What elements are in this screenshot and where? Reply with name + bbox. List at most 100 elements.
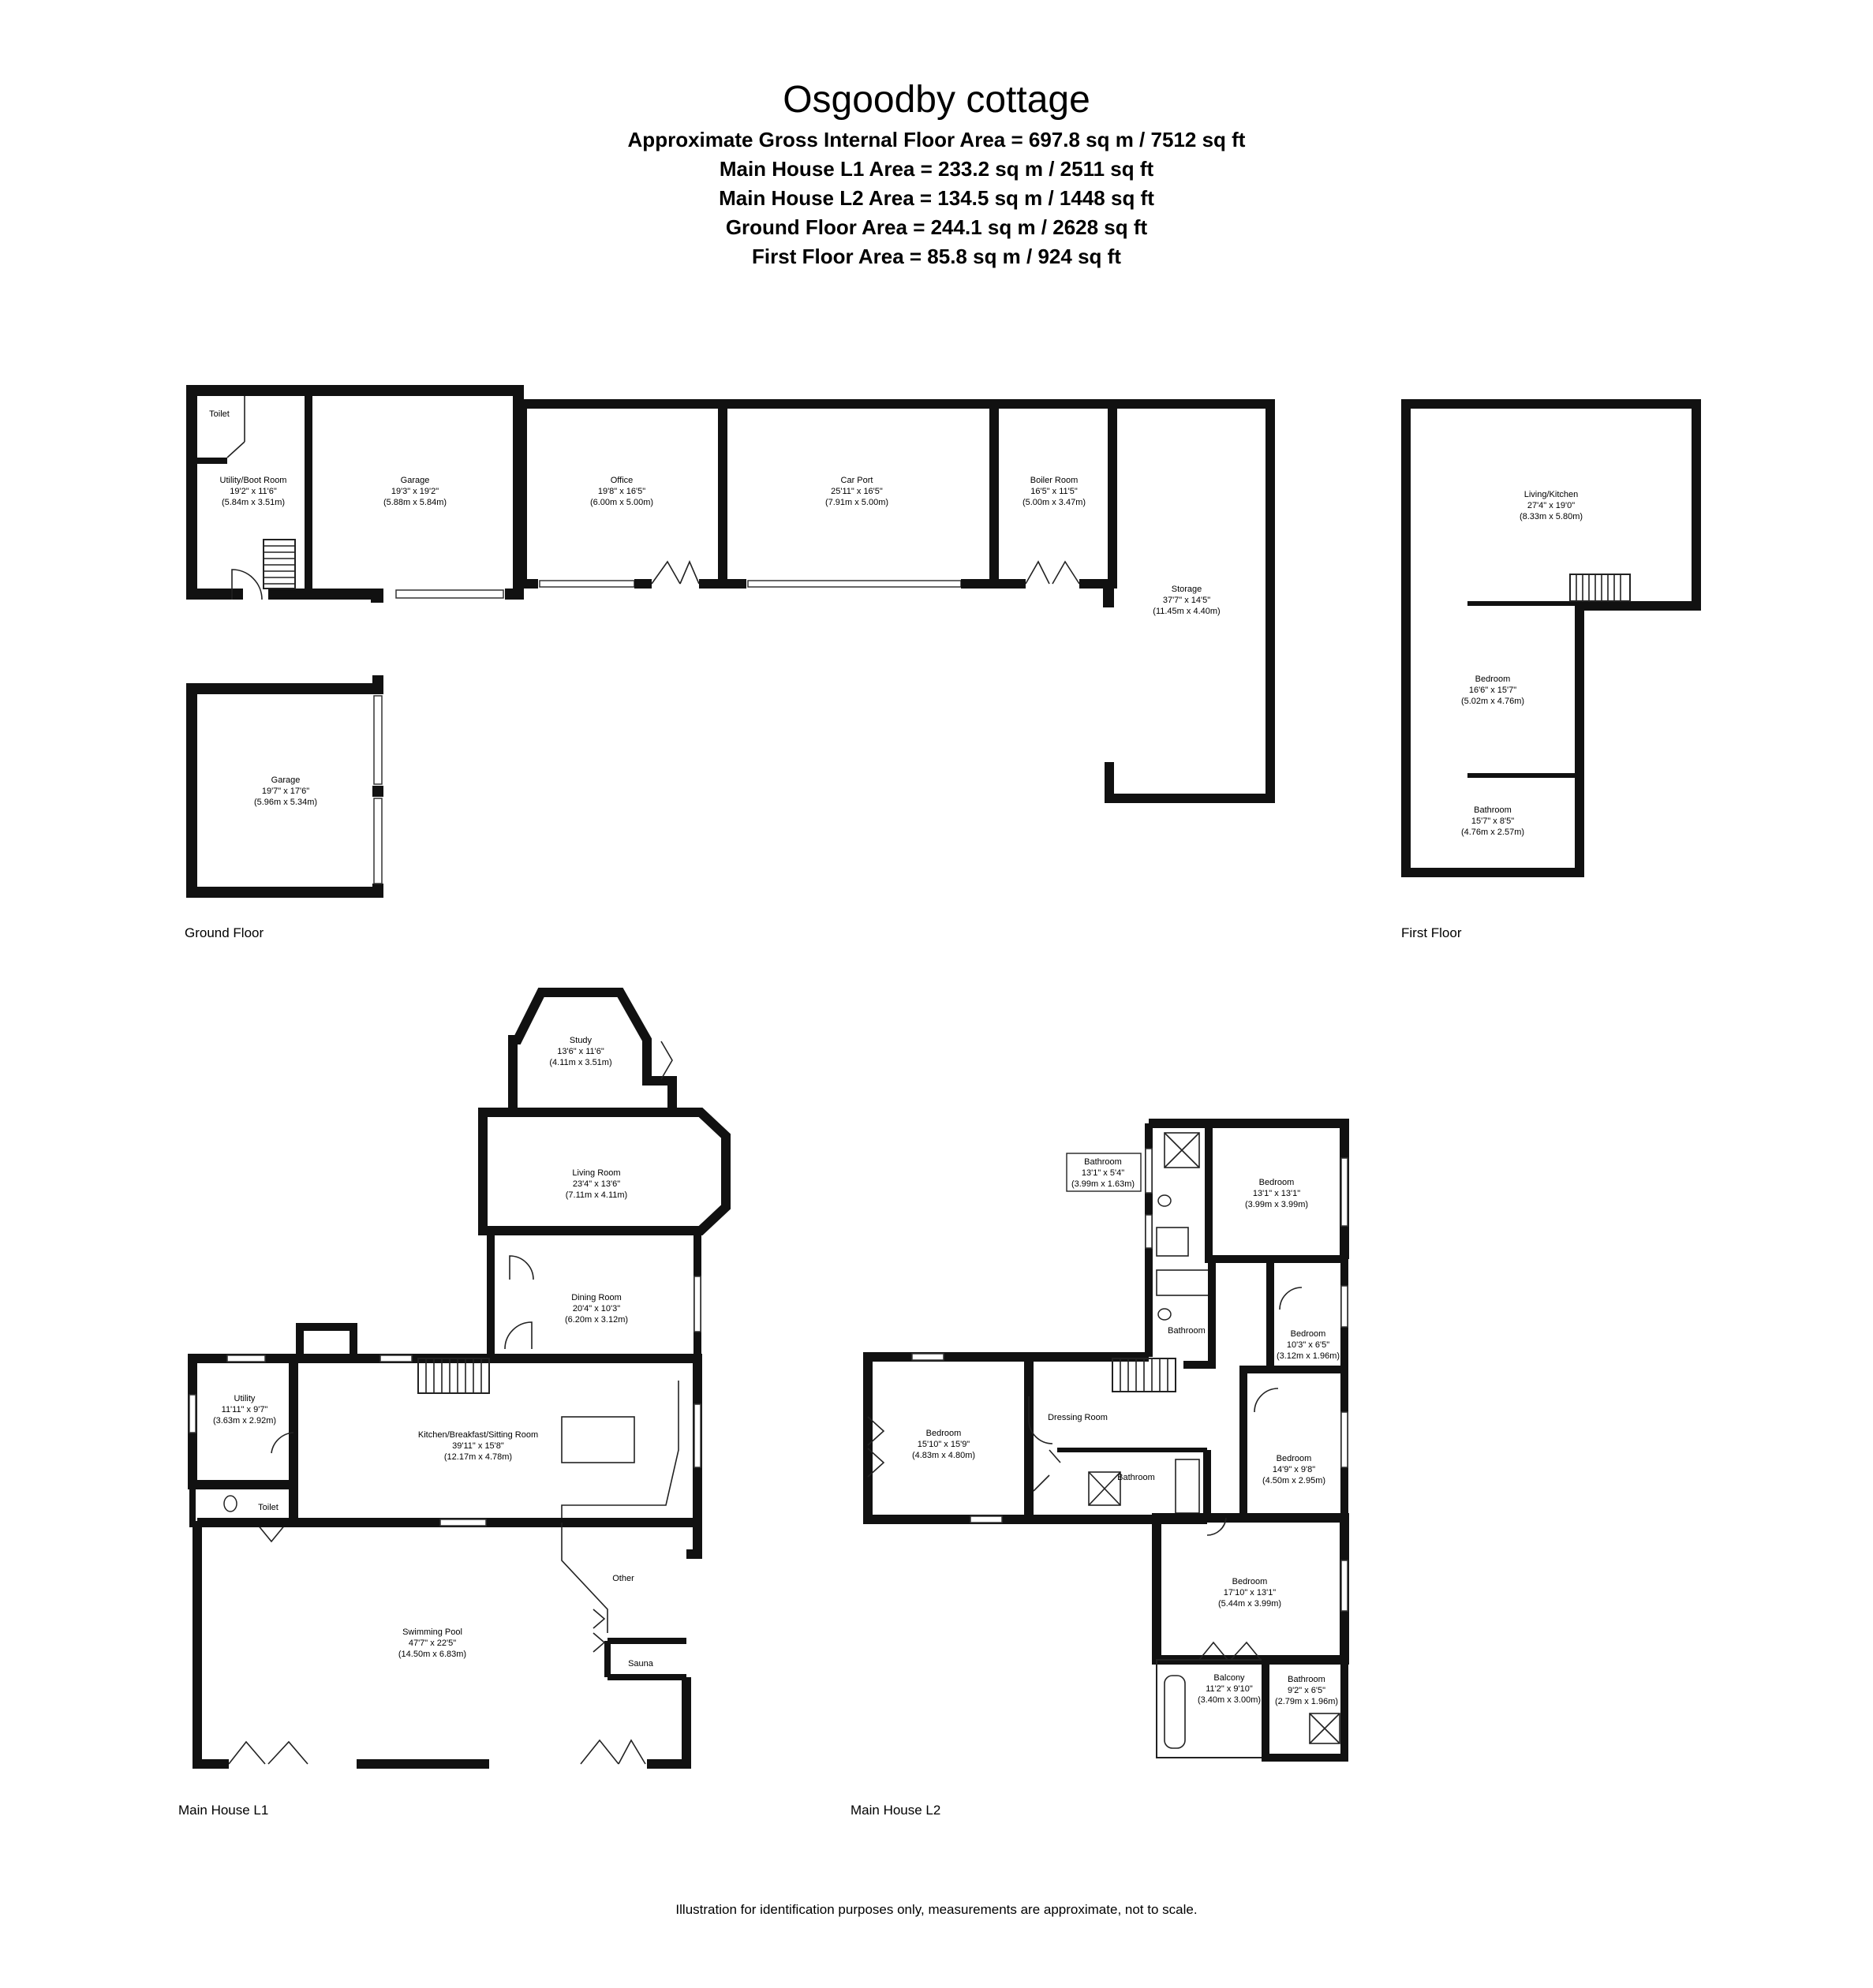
room-dims-metric: (3.40m x 3.00m) — [1198, 1695, 1261, 1705]
room-dims-metric: (5.02m x 4.76m) — [1461, 697, 1524, 706]
room-dims-metric: (4.76m x 2.57m) — [1461, 828, 1524, 837]
room-name: Kitchen/Breakfast/Sitting Room — [418, 1430, 538, 1440]
room-dims: 13'1" x 13'1" — [1253, 1189, 1300, 1198]
gross-area: Approximate Gross Internal Floor Area = … — [628, 128, 1246, 151]
room-dims-metric: (3.63m x 2.92m) — [213, 1416, 276, 1426]
room-name: Bedroom — [1291, 1329, 1326, 1339]
room-dims-metric: (6.00m x 5.00m) — [590, 498, 653, 507]
main-house-l1-labels: Study 13'6" x 11'6" (4.11m x 3.51m) Livi… — [178, 1036, 654, 1818]
room-name: Bathroom — [1474, 805, 1512, 815]
room-dims-metric: (5.96m x 5.34m) — [254, 798, 317, 807]
room-dims-metric: (3.12m x 1.96m) — [1277, 1351, 1340, 1361]
room-dims: 19'2" x 11'6" — [230, 487, 277, 496]
room-name: Office — [611, 476, 634, 485]
room-name: Bedroom — [926, 1429, 962, 1438]
room-dims: 17'10" x 13'1" — [1224, 1588, 1277, 1598]
room-dims: 19'7" x 17'6" — [262, 787, 309, 796]
room-name: Bathroom — [1117, 1473, 1155, 1482]
room-dims-metric: (4.83m x 4.80m) — [912, 1451, 975, 1460]
plan-title: Osgoodby cottage — [783, 79, 1090, 121]
room-name: Bathroom — [1168, 1326, 1206, 1336]
room-dims: 11'11" x 9'7" — [222, 1405, 268, 1414]
room-dims: 19'8" x 16'5" — [598, 487, 645, 496]
room-name: Toilet — [258, 1503, 279, 1512]
room-name: Bedroom — [1232, 1577, 1268, 1586]
disclaimer: Illustration for identification purposes… — [675, 1902, 1197, 1917]
room-dims-metric: (5.84m x 3.51m) — [222, 498, 285, 507]
floor-label-first: First Floor — [1401, 925, 1462, 940]
room-dims: 23'4" x 13'6" — [573, 1179, 620, 1189]
room-name: Toilet — [209, 409, 230, 419]
room-dims: 20'4" x 10'3" — [573, 1304, 620, 1314]
room-dims-metric: (14.50m x 6.83m) — [398, 1650, 466, 1659]
room-dims: 15'7" x 8'5" — [1471, 816, 1514, 826]
room-name: Car Port — [841, 476, 873, 485]
room-name: Balcony — [1213, 1673, 1245, 1683]
room-dims: 10'3" x 6'5" — [1287, 1340, 1329, 1350]
room-name: Bedroom — [1259, 1178, 1295, 1187]
ground-area: Ground Floor Area = 244.1 sq m / 2628 sq… — [726, 215, 1148, 239]
room-name: Living/Kitchen — [1524, 490, 1579, 499]
first-floor-plan — [1401, 399, 1701, 877]
l1-area: Main House L1 Area = 233.2 sq m / 2511 s… — [720, 157, 1154, 181]
main-house-l2-labels: Bathroom 13'1" x 5'4" (3.99m x 1.63m) Be… — [851, 1157, 1340, 1818]
room-dims: 37'7" x 14'5" — [1163, 596, 1210, 605]
room-name: Bathroom — [1288, 1675, 1325, 1684]
room-name: Swimming Pool — [402, 1627, 462, 1637]
room-dims: 39'11" x 15'8" — [452, 1441, 504, 1451]
main-house-l2-plan — [863, 1119, 1349, 1762]
room-dims-metric: (11.45m x 4.40m) — [1153, 607, 1220, 616]
room-dims-metric: (4.11m x 3.51m) — [549, 1058, 611, 1067]
stairs — [1112, 1358, 1176, 1392]
room-name: Boiler Room — [1030, 476, 1079, 485]
room-dims-metric: (3.99m x 3.99m) — [1245, 1200, 1308, 1209]
ground-floor-plan — [186, 385, 1275, 898]
ground-floor-labels: Toilet Utility/Boot Room 19'2" x 11'6" (… — [185, 409, 1221, 940]
room-dims: 11'2" x 9'10" — [1206, 1684, 1253, 1694]
room-dims: 14'9" x 9'8" — [1273, 1465, 1315, 1474]
room-dims: 47'7" x 22'5" — [409, 1639, 456, 1648]
room-dims: 25'11" x 16'5" — [831, 487, 883, 496]
stairs — [263, 539, 296, 589]
room-dims-metric: (5.88m x 5.84m) — [383, 498, 447, 507]
room-dims: 13'6" x 11'6" — [557, 1047, 604, 1056]
room-name: Utility/Boot Room — [220, 476, 287, 485]
main-house-l1-plan — [188, 988, 731, 1769]
room-dims-metric: (5.00m x 3.47m) — [1022, 498, 1086, 507]
room-dims: 16'5" x 11'5" — [1030, 487, 1078, 496]
room-dims-metric: (2.79m x 1.96m) — [1275, 1697, 1338, 1706]
stairs — [1569, 574, 1631, 602]
room-dims: 19'3" x 19'2" — [391, 487, 439, 496]
room-dims: 16'6" x 15'7" — [1469, 686, 1516, 695]
room-name: Bedroom — [1277, 1454, 1312, 1463]
room-name: Sauna — [628, 1659, 654, 1668]
room-name: Garage — [271, 775, 301, 785]
first-floor-labels: Living/Kitchen 27'4" x 19'0" (8.33m x 5.… — [1401, 490, 1583, 940]
room-name: Other — [612, 1574, 634, 1583]
room-name: Storage — [1172, 585, 1202, 594]
stairs — [417, 1358, 490, 1394]
first-area: First Floor Area = 85.8 sq m / 924 sq ft — [752, 245, 1121, 268]
room-dims-metric: (5.44m x 3.99m) — [1218, 1599, 1281, 1609]
room-dims-metric: (8.33m x 5.80m) — [1520, 512, 1583, 521]
room-dims: 15'10" x 15'9" — [918, 1440, 970, 1449]
room-dims-metric: (3.99m x 1.63m) — [1071, 1179, 1135, 1189]
room-dims-metric: (6.20m x 3.12m) — [565, 1315, 628, 1325]
l2-area: Main House L2 Area = 134.5 sq m / 1448 s… — [719, 186, 1154, 210]
floor-label-ground: Ground Floor — [185, 925, 264, 940]
room-dims-metric: (7.11m x 4.11m) — [566, 1190, 627, 1200]
room-dims: 9'2" x 6'5" — [1288, 1686, 1325, 1695]
room-name: Garage — [401, 476, 430, 485]
room-dims-metric: (4.50m x 2.95m) — [1262, 1476, 1325, 1485]
floor-label-l1: Main House L1 — [178, 1803, 268, 1818]
room-dims-metric: (7.91m x 5.00m) — [825, 498, 888, 507]
room-name: Living Room — [572, 1168, 620, 1178]
room-dims: 13'1" x 5'4" — [1082, 1168, 1124, 1178]
room-name: Bedroom — [1475, 674, 1511, 684]
room-name: Utility — [234, 1394, 256, 1403]
header: Osgoodby cottage Approximate Gross Inter… — [628, 79, 1246, 268]
room-dims: 27'4" x 19'0" — [1527, 501, 1575, 510]
room-name: Dressing Room — [1048, 1413, 1108, 1422]
room-name: Dining Room — [571, 1293, 622, 1302]
